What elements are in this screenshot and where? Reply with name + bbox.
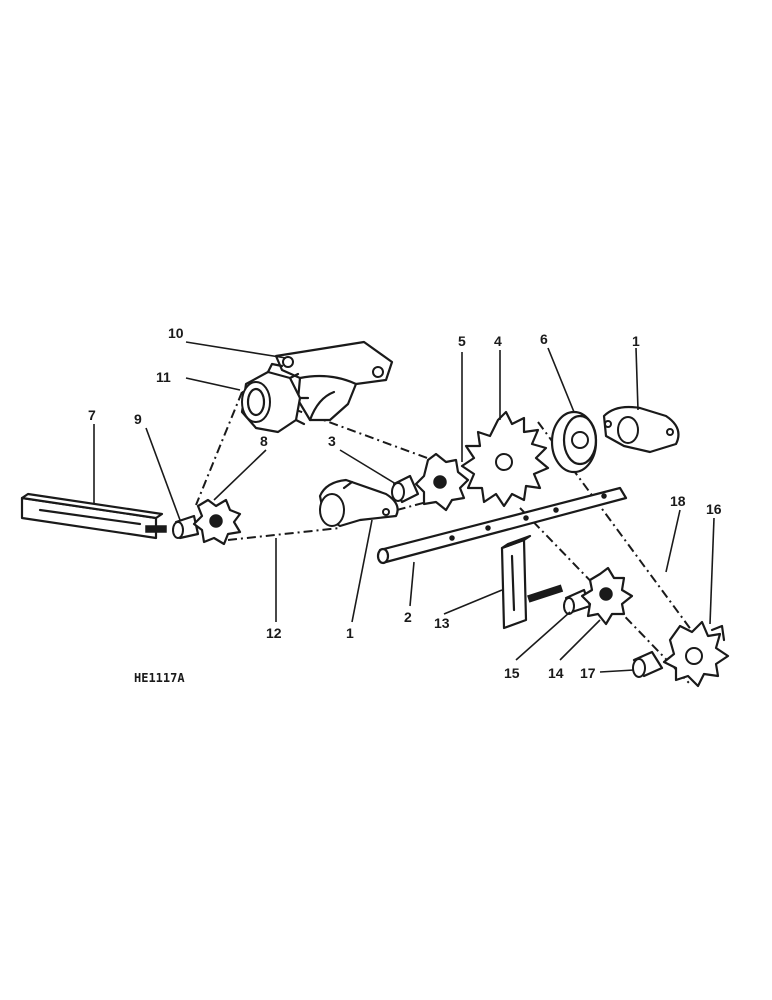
slotted-plate-part-7 [20, 492, 167, 540]
callout-6: 6 [540, 331, 548, 347]
callout-13: 13 [434, 615, 450, 631]
pulley-part-6 [550, 410, 598, 474]
bracket-housing-part-10 [274, 340, 394, 422]
bushing-part-17 [632, 650, 664, 678]
shaft-part-2 [376, 486, 628, 565]
medium-sprocket-part-5 [414, 452, 470, 512]
bushing-part-9 [172, 514, 200, 540]
callout-5: 5 [458, 333, 466, 349]
drawing-code: HE1117A [134, 671, 185, 685]
callout-12: 12 [266, 625, 282, 641]
callout-11: 11 [156, 369, 171, 385]
callout-4: 4 [494, 333, 502, 349]
chain-to-sprocket-5 [257, 395, 439, 463]
callout-18: 18 [670, 493, 686, 509]
spacer-part-3 [391, 474, 420, 504]
callout-16: 16 [706, 501, 722, 517]
callout-17: 17 [580, 665, 596, 681]
chain-18-outer [537, 421, 707, 651]
leader-lines [93, 341, 715, 673]
flange-bearing-part-1-right [602, 405, 680, 454]
large-sprocket-part-4 [460, 410, 550, 508]
chain-12-lower [227, 527, 341, 541]
callout-labels: 10 11 5 4 6 1 7 9 8 3 12 1 2 13 15 14 17… [88, 325, 722, 681]
callout-1-left: 1 [346, 625, 354, 641]
callout-8: 8 [260, 433, 268, 449]
callout-1-right: 1 [632, 333, 640, 349]
small-sprocket-part-14 [580, 566, 634, 626]
sprocket-hub-part-11 [240, 362, 310, 434]
callout-9: 9 [134, 411, 142, 427]
callout-2: 2 [404, 609, 412, 625]
sprocket-part-16 [662, 620, 730, 688]
callout-7: 7 [88, 407, 96, 423]
callout-10: 10 [168, 325, 184, 341]
small-sprocket-part-8 [192, 498, 242, 546]
callout-3: 3 [328, 433, 336, 449]
flange-bearing-part-1-left [318, 478, 399, 528]
callout-14: 14 [548, 665, 564, 681]
callout-15: 15 [504, 665, 520, 681]
slotted-plate-part-13 [500, 534, 564, 630]
